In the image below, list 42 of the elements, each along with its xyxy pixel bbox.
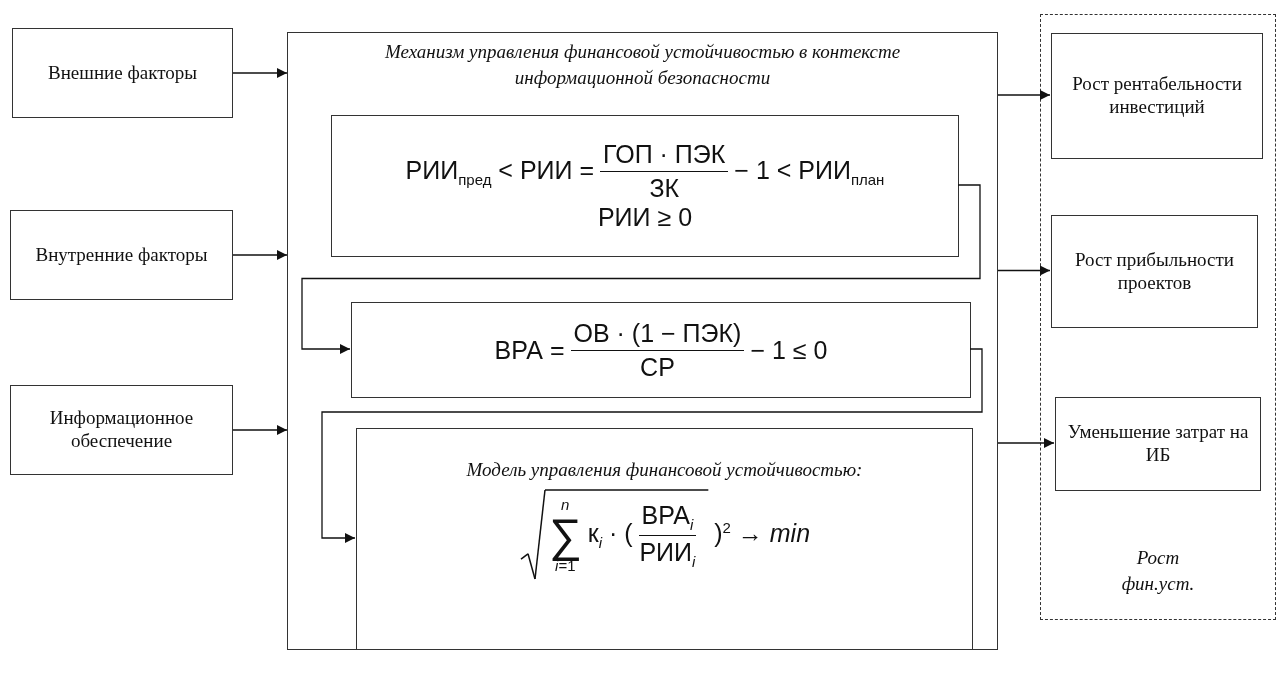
formula-term: к$_{i}$ · ( [587, 519, 633, 551]
arrow [232, 68, 288, 78]
text-box [1055, 397, 1261, 491]
arrow [301, 184, 981, 354]
fraction-denominator: ЗК [649, 173, 680, 203]
formula-box [331, 115, 959, 257]
arrow [997, 265, 1051, 276]
formula-box [351, 302, 971, 398]
arrow [997, 90, 1051, 100]
fraction-denominator: СР [640, 351, 675, 382]
arrow [232, 425, 288, 435]
model-heading: Модель управления финансовой устойчивостью: [466, 459, 863, 481]
text-box [12, 28, 233, 118]
arrow [997, 438, 1055, 448]
text-box [10, 385, 233, 475]
box-label: Информационное обеспечение [48, 407, 195, 453]
formula-term: − 1 ≤ 0 [750, 335, 828, 365]
box-label: Внешние факторы [47, 61, 198, 85]
formula-term: РИИ ≥ 0 [597, 203, 693, 232]
fraction-numerator: ОВ · (1 − ПЭК) [570, 318, 745, 351]
box-label: Рост прибыльности проектов [1074, 248, 1235, 295]
sum-upper-limit: n [561, 497, 570, 512]
formula-term: − 1 < РИИ$_{план}$ [734, 155, 885, 188]
text-box [10, 210, 233, 300]
arrow [321, 348, 983, 543]
fraction-denominator: РИИ$_{i}$ [639, 536, 696, 570]
formula-term: ВРА = [494, 335, 565, 365]
box-label: Внутренние факторы [34, 243, 209, 267]
formula-term: РИИ$_{пред}$ < РИИ = [405, 155, 595, 188]
model-box [356, 428, 973, 650]
box-label: Уменьшение затрат на ИБ [1066, 421, 1250, 467]
group-label: Рост фин.уст. [1120, 546, 1196, 596]
panel-heading: Механизм управления финансовой устойчивостью в контексте информационной безопасности [383, 40, 902, 90]
dashed-group [1040, 14, 1276, 620]
formula-term: )$^{2}$ → min [714, 519, 811, 549]
text-box [1051, 215, 1258, 328]
box-label: Рост рентабельности инвестиций [1071, 73, 1243, 119]
mechanism-panel [287, 32, 998, 650]
text-box [1051, 33, 1263, 159]
fraction-numerator: ВРА$_{i}$ [638, 500, 697, 536]
arrow [232, 250, 288, 260]
fraction-numerator: ГОП · ПЭК [600, 140, 729, 172]
